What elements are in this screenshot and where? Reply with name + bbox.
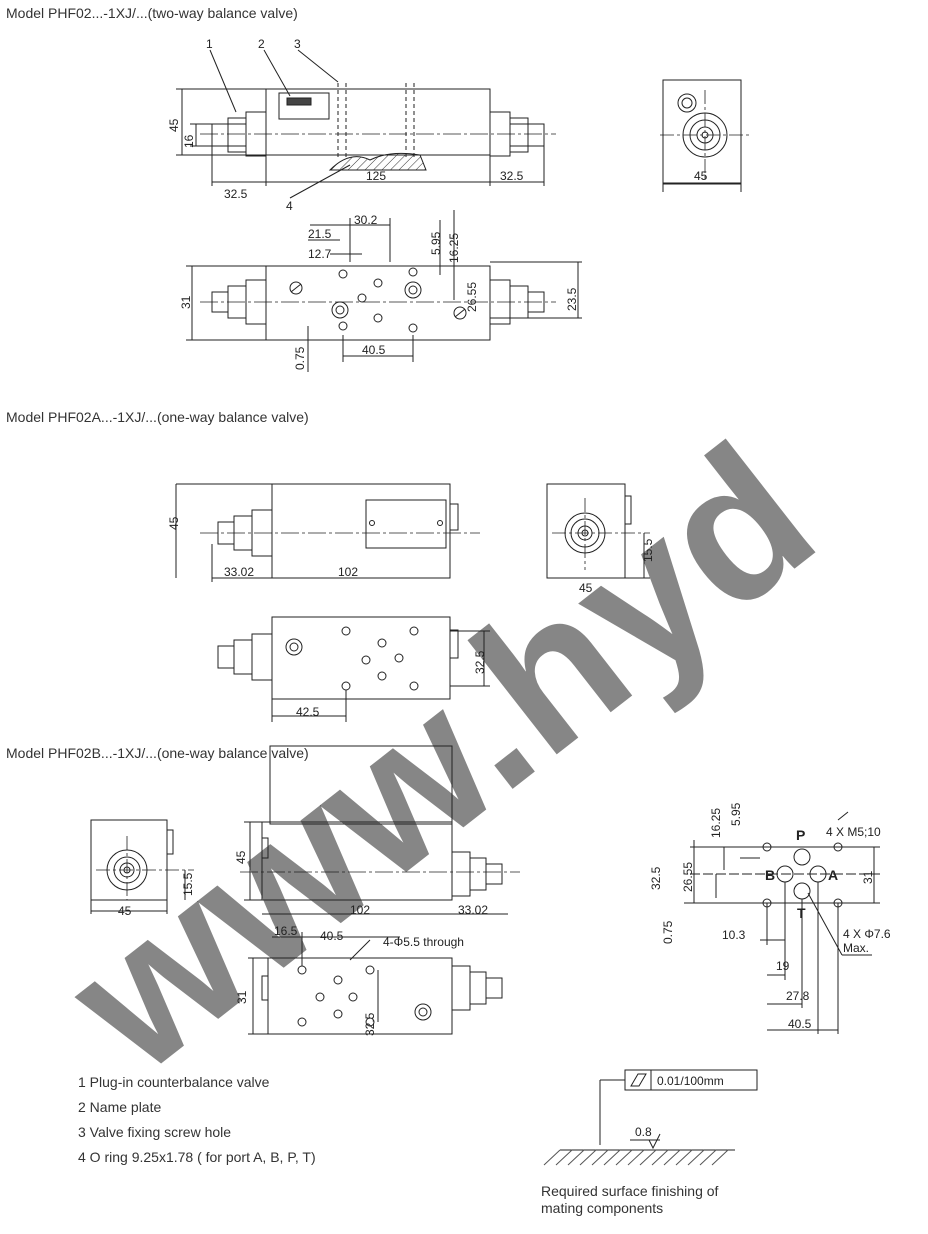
dim-102-a: 102 — [338, 565, 358, 579]
dim-21-5: 21.5 — [308, 227, 332, 241]
legend-list: 1 Plug-in counterbalance valve 2 Name pl… — [78, 1070, 316, 1170]
dim-5-95-top: 5.95 — [429, 231, 443, 255]
port-pattern-diagram — [684, 811, 880, 1034]
dim-0-75-port: 0.75 — [661, 920, 675, 944]
legend-item: 4 O ring 9.25x1.78 ( for port A, B, P, T… — [78, 1149, 316, 1165]
callout-4: 4 — [286, 199, 293, 213]
dim-33-02-b: 33.02 — [458, 903, 488, 917]
callout-3: 3 — [294, 37, 301, 51]
dim-31-port: 31 — [861, 870, 875, 884]
dim-27-8: 27.8 — [786, 989, 810, 1003]
dim-45-a-front: 45 — [167, 516, 181, 530]
dim-16-25-port: 16.25 — [709, 808, 723, 838]
dim-15-5-a: 15.5 — [641, 538, 655, 562]
dim-40-5-b: 40.5 — [320, 929, 344, 943]
dim-16-5: 16.5 — [274, 924, 298, 938]
dim-30-2: 30.2 — [354, 213, 378, 227]
dim-32-5-right: 32.5 — [500, 169, 524, 183]
flatness-value: 0.01/100mm — [657, 1074, 724, 1088]
dim-45-b-front: 45 — [234, 850, 248, 864]
dim-32-5-port: 32.5 — [649, 866, 663, 890]
one-way-a-bottom-view — [217, 616, 490, 722]
port-label-a: A — [828, 867, 838, 883]
dim-45-front: 45 — [167, 118, 181, 132]
dim-33-02-a: 33.02 — [224, 565, 254, 579]
dim-max: Max. — [843, 941, 869, 955]
two-way-side-view — [660, 79, 752, 192]
dim-31-top: 31 — [179, 295, 193, 309]
one-way-b-bottom-view — [248, 745, 503, 1035]
dim-45-side: 45 — [694, 169, 708, 183]
legend-item: 2 Name plate — [78, 1099, 162, 1115]
port-label-t: T — [797, 905, 806, 921]
dim-32-5-a: 32.5 — [473, 650, 487, 674]
roughness-value: 0.8 — [635, 1125, 652, 1139]
dim-40-5-port: 40.5 — [788, 1017, 812, 1031]
title-one-way-a: Model PHF02A...-1XJ/...(one-way balance … — [6, 409, 309, 425]
surface-caption: Required surface finishing of mating com… — [541, 1183, 718, 1217]
dim-32-5-left: 32.5 — [224, 187, 248, 201]
one-way-a-front-view — [175, 483, 480, 582]
dim-19: 19 — [776, 959, 790, 973]
dim-12-7: 12.7 — [308, 247, 332, 261]
dim-42-5: 42.5 — [296, 705, 320, 719]
one-way-b-front-view — [240, 821, 520, 915]
dim-16-25-top: 16.25 — [447, 233, 461, 263]
callout-2: 2 — [258, 37, 265, 51]
one-way-a-side-view — [546, 483, 650, 579]
dim-31-b: 31 — [235, 990, 249, 1004]
title-one-way-b: Model PHF02B...-1XJ/...(one-way balance … — [6, 745, 309, 761]
two-way-bottom-view — [186, 210, 582, 372]
dim-m5: 4 X M5;10 — [826, 825, 881, 839]
dim-26-55-top: 26.55 — [465, 282, 479, 312]
legend-item: 1 Plug-in counterbalance valve — [78, 1074, 270, 1090]
dim-5-95-port: 5.95 — [729, 802, 743, 826]
dim-16: 16 — [182, 134, 196, 148]
surface-finish-symbol — [543, 1069, 758, 1166]
title-two-way: Model PHF02...-1XJ/...(two-way balance v… — [6, 5, 298, 21]
dim-phi-7-6: 4 X Φ7.6 — [843, 927, 891, 941]
dim-40-5-top: 40.5 — [362, 343, 386, 357]
dim-10-3: 10.3 — [722, 928, 746, 942]
dim-102-b: 102 — [350, 903, 370, 917]
two-way-front-view — [176, 49, 556, 199]
watermark-text: www.hyd — [28, 402, 852, 1114]
dim-45-b-side: 45 — [118, 904, 132, 918]
dim-0-75-top: 0.75 — [293, 346, 307, 370]
dim-125: 125 — [366, 169, 386, 183]
dim-32-5-b: 32.5 — [363, 1012, 377, 1036]
dim-26-55-port: 26.55 — [681, 862, 695, 892]
legend-item: 3 Valve fixing screw hole — [78, 1124, 232, 1140]
surface-caption-line-2: mating components — [541, 1200, 664, 1216]
port-label-b: B — [765, 867, 775, 883]
dim-23-5: 23.5 — [565, 287, 579, 311]
dim-45-a-side: 45 — [579, 581, 593, 595]
surface-caption-line-1: Required surface finishing of — [541, 1183, 719, 1199]
callout-1: 1 — [206, 37, 213, 51]
dim-15-5-b: 15.5 — [181, 872, 195, 896]
dim-holes-through: 4-Φ5.5 through — [383, 935, 464, 949]
port-label-p: P — [796, 827, 805, 843]
one-way-b-side-view — [90, 819, 194, 914]
